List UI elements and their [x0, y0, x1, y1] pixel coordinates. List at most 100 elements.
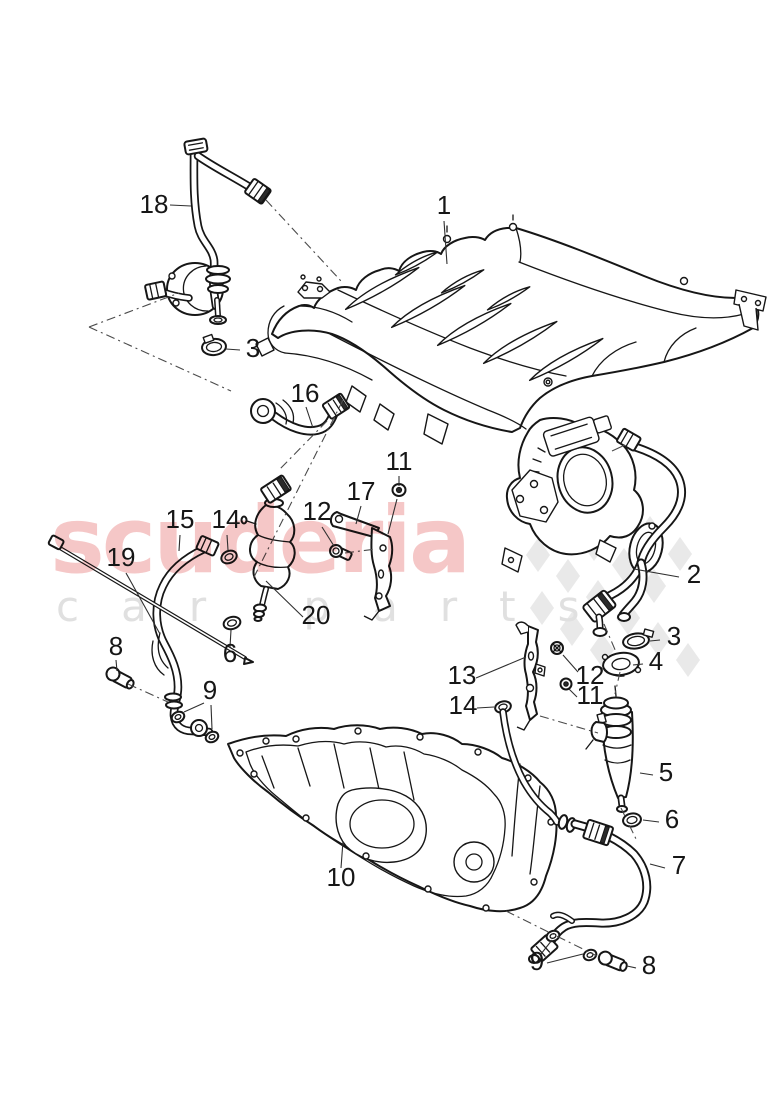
leader-line	[540, 939, 553, 955]
leader-line	[340, 840, 344, 869]
leader-line	[305, 406, 314, 429]
callout-6: 6	[665, 804, 679, 834]
construction-line	[278, 420, 328, 471]
leader-line	[649, 639, 661, 642]
leader-line	[443, 220, 448, 265]
callout-13: 13	[448, 660, 477, 690]
leader-line	[169, 204, 192, 207]
callout-3: 3	[246, 333, 260, 363]
checker-cell	[676, 643, 700, 677]
part-19-rod	[47, 534, 254, 665]
construction-line	[88, 326, 232, 392]
checker-cell	[556, 559, 580, 593]
callout-10: 10	[327, 862, 356, 892]
callout-6: 6	[223, 638, 237, 668]
leader-line	[321, 526, 335, 547]
callout-11: 11	[386, 446, 413, 476]
leader-line	[633, 568, 680, 578]
part-8-plug-b	[597, 950, 628, 972]
callout-15: 15	[166, 504, 195, 534]
checker-cell	[560, 612, 584, 646]
part-1-intake-manifold	[255, 214, 767, 573]
part-16-connecting-hose	[250, 392, 351, 431]
callout-19: 19	[107, 542, 136, 572]
part-4-flange	[601, 651, 642, 677]
leader-line	[225, 348, 241, 351]
leader-line	[226, 534, 229, 551]
leader-line	[649, 863, 666, 869]
part-12-bolt-b	[550, 641, 564, 655]
part-12-bolt-a	[329, 544, 353, 561]
construction-line	[505, 910, 598, 957]
leader-line	[210, 704, 213, 730]
construction-line	[265, 199, 342, 282]
callout-5: 5	[659, 757, 673, 787]
checker-cell	[668, 537, 692, 571]
artwork	[47, 137, 767, 972]
callout-16: 16	[291, 378, 320, 408]
part-9-seal-ring-a1	[170, 710, 186, 724]
part-6-clamp-b	[622, 812, 642, 828]
part-15-breather-pipe	[151, 535, 220, 737]
part-20-oil-separator	[240, 474, 296, 622]
part-9-seal-ring-b1	[545, 929, 561, 943]
callout-12: 12	[576, 660, 605, 690]
construction-line	[620, 807, 638, 842]
leader-line	[632, 663, 644, 666]
leader-line	[387, 498, 398, 535]
construction-line	[603, 623, 617, 653]
construction-lines	[88, 199, 638, 957]
part-18-breather-hose	[144, 137, 272, 325]
part-2-breather-hose	[582, 427, 681, 637]
leader-line	[546, 953, 584, 964]
leader-line	[626, 965, 637, 969]
throttle-body-icon	[501, 415, 644, 573]
construction-line	[614, 671, 621, 695]
leader-line	[642, 819, 660, 823]
part-17-bracket	[329, 511, 394, 621]
callout-9: 9	[203, 675, 217, 705]
callout-11: 11	[577, 680, 604, 710]
construction-line	[539, 715, 599, 734]
part-3-clamp-a	[201, 333, 227, 357]
leader-line	[475, 656, 527, 679]
leader-line	[355, 505, 362, 525]
callout-1: 1	[437, 190, 451, 220]
leader-line	[229, 629, 232, 648]
leader-line	[568, 688, 578, 698]
part-11-bolt-a	[391, 483, 407, 497]
construction-line	[253, 399, 344, 578]
part-11-bolt-b	[559, 677, 573, 691]
callout-9: 9	[530, 946, 544, 976]
leader-line	[562, 654, 579, 673]
callout-12: 12	[303, 496, 332, 526]
checker-cell	[526, 538, 550, 572]
callout-4: 4	[649, 646, 663, 676]
callout-7: 7	[672, 850, 686, 880]
part-13-bracket	[515, 621, 546, 731]
watermark-scuderia: scuderia	[50, 487, 468, 594]
callout-20: 20	[302, 600, 331, 630]
watermark-car-parts: car parts	[56, 582, 621, 631]
construction-line	[611, 444, 626, 452]
checker-cell	[530, 591, 554, 625]
leader-line	[265, 580, 304, 618]
leader-line	[178, 534, 181, 552]
callout-17: 17	[347, 476, 376, 506]
construction-line	[344, 548, 377, 554]
callout-14: 14	[212, 504, 241, 534]
checker-cell	[642, 569, 666, 603]
leader-line	[125, 572, 161, 635]
leader-line	[639, 772, 654, 776]
leader-line	[476, 706, 495, 709]
callout-3: 3	[667, 621, 681, 651]
part-5-oil-separator	[585, 685, 634, 813]
part-9-seal-ring-a2	[204, 730, 220, 744]
part-3-clamp-b	[622, 628, 655, 650]
callout-8: 8	[109, 631, 123, 661]
part-6-clamp-a	[222, 615, 242, 631]
part-10-oil-sump	[227, 724, 558, 913]
part-9-seal-ring-b2	[582, 948, 598, 962]
